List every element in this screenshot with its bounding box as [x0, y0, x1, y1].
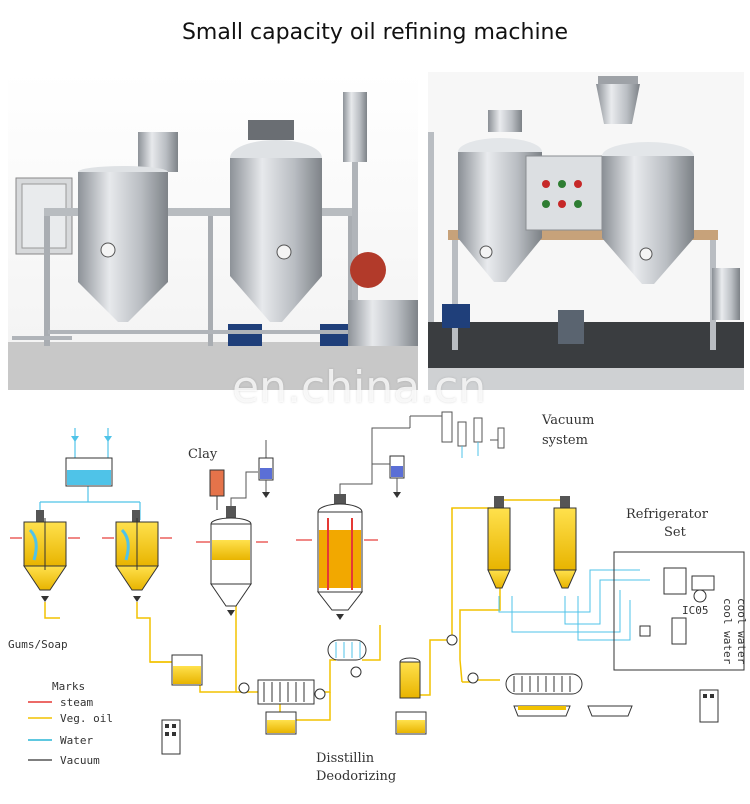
bleaching-tank — [210, 506, 252, 616]
cool-water-label: cool water — [721, 598, 734, 665]
neutralizing-tank-1 — [23, 510, 67, 602]
polishing-filter — [399, 657, 421, 699]
vacuum-trap-1 — [258, 440, 274, 498]
filtered-oil-tank — [265, 711, 297, 735]
legend-title: Marks — [52, 680, 85, 693]
page-title: Small capacity oil refining machine — [181, 20, 569, 45]
vacuum-system-label-2: system — [542, 433, 588, 448]
filter-press — [257, 679, 315, 705]
watermark: en.china.cn — [232, 362, 487, 413]
refrigerator-label-2: Set — [664, 525, 687, 540]
vacuum-trap-2 — [389, 455, 405, 498]
vacuum-line — [230, 471, 258, 506]
gums-soap-label: Gums/Soap — [8, 638, 68, 651]
control-cabinet — [161, 719, 181, 755]
crystallizer-tank-1 — [487, 496, 511, 589]
refrigerator-set — [613, 551, 745, 671]
legend-item-oil: Veg. oil — [60, 712, 113, 725]
legend: Marks steam Veg. oil Water Vacuum — [28, 680, 113, 767]
stearin-tray — [587, 705, 633, 717]
crystallizer-tank-2 — [553, 496, 577, 589]
distilling-label: Disstillin — [316, 751, 375, 766]
right-machine-photo — [428, 72, 744, 390]
clay-label: Clay — [188, 447, 218, 462]
legend-item-water: Water — [60, 734, 93, 747]
arrow-icon — [104, 436, 112, 442]
clay-hopper — [209, 469, 225, 510]
filter-cooler — [505, 673, 583, 695]
steam-lines — [10, 537, 378, 543]
deodorizing-label: Deodorizing — [316, 769, 396, 784]
control-cabinet — [699, 689, 719, 723]
pump-icons — [238, 634, 479, 700]
arrow-icon — [71, 436, 79, 442]
soapstock-tank — [171, 654, 203, 686]
heat-exchanger — [327, 639, 367, 661]
vacuum-line — [339, 427, 410, 494]
tank-tag-label: IC05 — [682, 604, 709, 617]
vacuum-system-label: Vacuum — [541, 413, 594, 428]
chilled-water-lines — [498, 569, 650, 641]
process-flow-diagram: Clay Vacuum system Refrigerator Set Gums… — [8, 411, 748, 784]
vacuum-system — [409, 411, 505, 458]
legend-item-steam: steam — [60, 696, 93, 709]
refined-oil-tank — [395, 711, 427, 735]
legend-item-vacuum: Vacuum — [60, 754, 100, 767]
oil-tray — [513, 705, 571, 717]
water-tank — [65, 457, 113, 487]
cool-water-label-2: cool water — [735, 598, 748, 665]
left-machine-photo — [8, 72, 418, 390]
refrigerator-label: Refrigerator — [626, 507, 709, 522]
neutralizing-tank-2 — [115, 510, 159, 602]
deodorizer-tank — [316, 494, 364, 620]
